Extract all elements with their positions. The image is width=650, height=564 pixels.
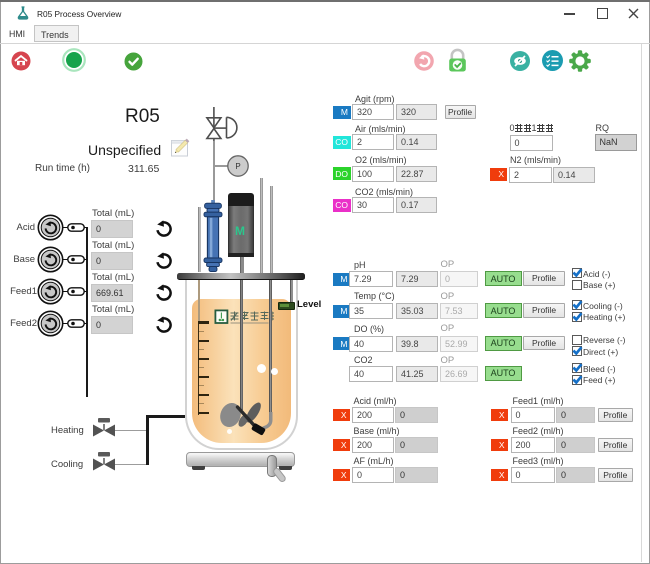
- svg-text:P: P: [235, 162, 240, 171]
